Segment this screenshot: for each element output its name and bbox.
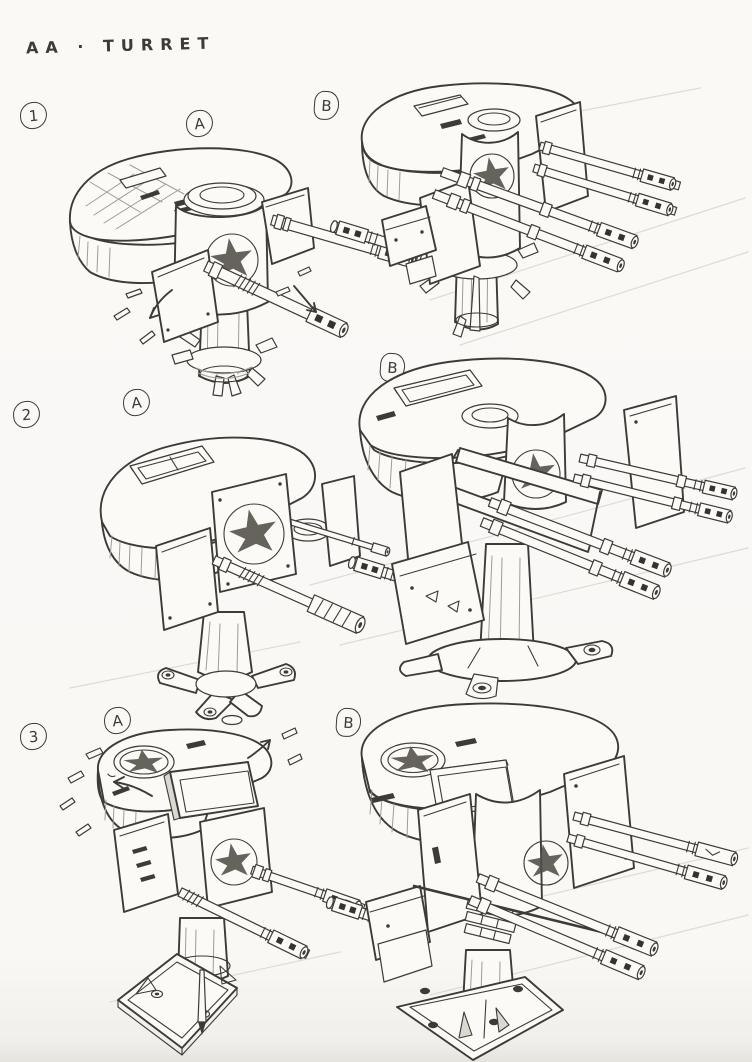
lower-gun-barrel <box>203 260 349 339</box>
base-plate <box>117 953 238 1056</box>
side-plate-left <box>155 527 219 631</box>
base-plate <box>157 663 296 726</box>
gun-barrel-3 <box>439 167 639 250</box>
gun-barrel-2 <box>532 163 678 217</box>
left-shield-plate <box>113 813 179 913</box>
gun-barrel-4 <box>479 517 661 600</box>
pedestal <box>117 917 238 1056</box>
figure-1-number-text: 1 <box>27 106 40 125</box>
base-plate <box>399 638 614 700</box>
figure-2-number-text: 2 <box>20 405 33 424</box>
turret-1a-sketch <box>69 147 419 397</box>
lower-gun-barrel <box>177 887 311 960</box>
left-shield-plate <box>151 249 219 343</box>
gun-barrel-1 <box>538 140 682 191</box>
gun-barrel-1 <box>578 453 738 501</box>
base-plate <box>396 976 564 1061</box>
gun-barrel-1 <box>572 811 739 867</box>
gun-barrel-4 <box>431 189 625 273</box>
turret-3a-sketch <box>59 727 366 1056</box>
rotation-arrows <box>59 727 303 837</box>
star-ring <box>210 838 258 886</box>
turret-1b-sketch <box>329 82 682 338</box>
gun-cradle <box>199 807 273 909</box>
rotation-arrows <box>113 266 317 345</box>
figure-1a-label-text: A <box>193 114 206 133</box>
turret-2a-sketch <box>99 436 391 726</box>
gun-barrel-2 <box>572 473 733 524</box>
ammo-box <box>391 453 485 645</box>
figure-3-number-text: 3 <box>27 727 40 746</box>
turret-2b-sketch <box>347 357 738 700</box>
pedestal <box>157 611 296 726</box>
star-ring <box>223 503 285 565</box>
turret-3b-sketch <box>325 702 739 1061</box>
pedestal <box>396 949 564 1061</box>
lower-gun-barrel <box>211 555 366 634</box>
pedestal <box>171 301 278 397</box>
top-panel <box>163 761 259 821</box>
gun-barrel-3 <box>475 873 659 957</box>
gun-barrel-2 <box>566 833 728 890</box>
star-ring <box>523 840 569 886</box>
left-bracket-plate <box>417 793 483 933</box>
pedestal <box>399 543 614 700</box>
ammo-box <box>365 885 433 983</box>
gun-barrel-4 <box>467 895 646 981</box>
barrel-support-rod <box>412 884 620 938</box>
gun-barrel-3 <box>487 497 672 578</box>
